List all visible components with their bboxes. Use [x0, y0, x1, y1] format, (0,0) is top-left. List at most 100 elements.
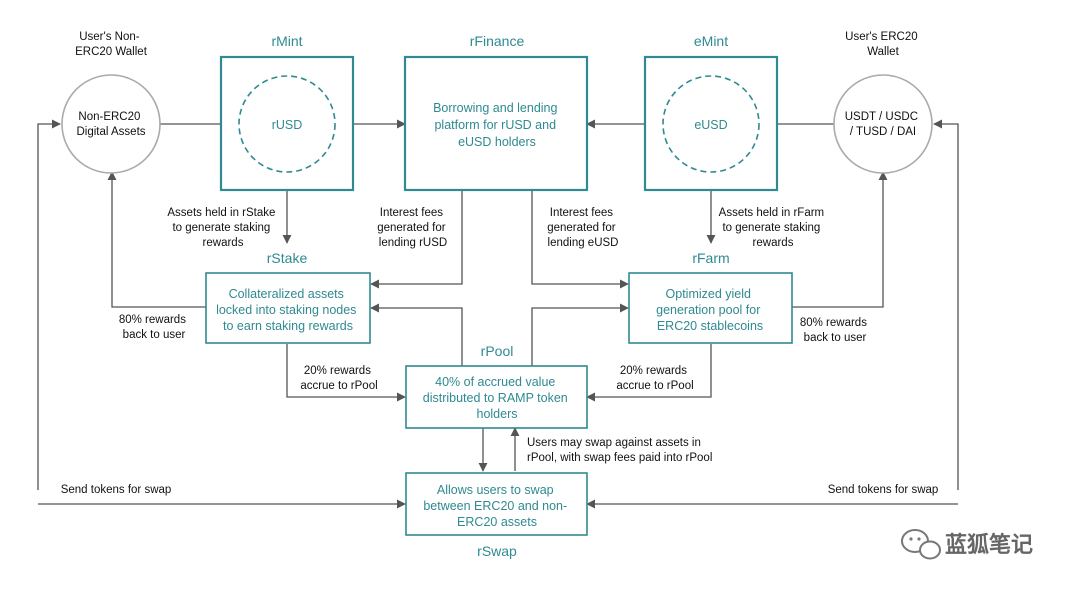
arrow-swap-to-right-wallet	[933, 119, 959, 490]
note-rstake-held-line-1: Assets held in rStake	[167, 207, 275, 219]
note-left-rewards: 80% rewards back to user	[119, 314, 189, 341]
rfarm-description: Optimized yield generation pool for ERC2…	[656, 287, 764, 333]
emint-dashed-circle	[662, 75, 760, 173]
connectors	[37, 119, 959, 509]
right-wallet-content-line-1: USDT / USDC	[845, 111, 918, 123]
rfarm-line-1: Optimized yield	[666, 287, 751, 301]
rswap-title: rSwap	[477, 543, 517, 559]
note-rusd-interest-line-2: generated for	[377, 222, 446, 234]
rfinance-title: rFinance	[470, 33, 525, 49]
rswap-module: Allows users to swap between ERC20 and n…	[405, 472, 588, 559]
note-rfarm-held-line-2: to generate staking	[722, 222, 820, 234]
emint-module: eMint eUSD	[643, 33, 779, 192]
emint-box	[643, 55, 779, 192]
watermark-text: 蓝狐笔记	[945, 532, 1033, 557]
note-send-left: Send tokens for swap	[61, 484, 172, 496]
left-wallet-content: Non-ERC20 Digital Assets	[76, 111, 145, 138]
note-right-rewards-line-2: back to user	[804, 332, 867, 344]
right-wallet-label: User's ERC20 Wallet	[845, 31, 921, 58]
rmint-box	[219, 55, 355, 192]
note-rfarm-held: Assets held in rFarm to generate staking…	[719, 207, 828, 249]
rfarm-line-3: ERC20 stablecoins	[657, 319, 763, 333]
rstake-box	[205, 272, 371, 344]
left-wallet-content-line-1: Non-ERC20	[78, 111, 140, 123]
left-wallet-circle	[61, 74, 161, 174]
arrow-rpool-to-rstake	[370, 303, 463, 366]
rstake-line-3: to earn staking rewards	[223, 319, 353, 333]
note-eusd-interest: Interest fees generated for lending eUSD	[547, 207, 619, 249]
right-wallet-label-line-2: Wallet	[867, 46, 899, 58]
left-wallet-label-line-2: ERC20 Wallet	[75, 46, 148, 58]
note-right-rewards-line-1: 80% rewards	[800, 317, 867, 329]
rmint-module: rMint rUSD	[219, 33, 355, 192]
note-rusd-interest-line-1: Interest fees	[380, 207, 444, 219]
rfarm-title: rFarm	[692, 250, 729, 266]
rfarm-module: rFarm Optimized yield generation pool fo…	[628, 250, 793, 344]
arrow-rfinance-to-rfarm	[531, 191, 629, 289]
note-rstake-held-line-2: to generate staking	[172, 222, 270, 234]
rpool-description: 40% of accrued value distributed to RAMP…	[423, 375, 571, 421]
note-rstake-held-line-3: rewards	[203, 237, 244, 249]
wechat-icon	[901, 529, 941, 560]
right-wallet-content-line-2: / TUSD / DAI	[850, 126, 916, 138]
arrow-rfarm-to-rpool	[586, 344, 712, 402]
rswap-box	[405, 472, 588, 536]
watermark: 蓝狐笔记	[901, 529, 1033, 560]
note-right-accrue-line-1: 20% rewards	[620, 365, 687, 377]
left-wallet-label: User's Non- ERC20 Wallet	[75, 31, 148, 58]
emint-title: eMint	[694, 33, 728, 49]
rmint-title: rMint	[271, 33, 302, 49]
note-left-rewards-line-2: back to user	[123, 329, 186, 341]
rmint-inner-label: rUSD	[272, 118, 303, 132]
left-wallet-label-line-1: User's Non-	[79, 31, 140, 43]
rswap-line-3: ERC20 assets	[457, 515, 537, 529]
emint-inner-label: eUSD	[694, 118, 727, 132]
rfinance-line-3: eUSD holders	[458, 135, 536, 149]
rstake-module: rStake Collateralized assets locked into…	[205, 250, 371, 344]
rpool-title: rPool	[481, 343, 514, 359]
rfinance-box	[403, 55, 589, 192]
rfinance-description: Borrowing and lending platform for rUSD …	[433, 101, 561, 149]
note-eusd-interest-line-1: Interest fees	[550, 207, 614, 219]
note-swap-line-2: rPool, with swap fees paid into rPool	[527, 452, 712, 464]
note-left-accrue: 20% rewards accrue to rPool	[300, 365, 377, 392]
note-rusd-interest-line-3: lending rUSD	[379, 237, 447, 249]
rfinance-line-1: Borrowing and lending	[433, 101, 557, 115]
rpool-line-3: holders	[477, 407, 518, 421]
note-rusd-interest: Interest fees generated for lending rUSD	[377, 207, 449, 249]
right-wallet-label-line-1: User's ERC20	[845, 31, 918, 43]
note-left-accrue-line-1: 20% rewards	[304, 365, 371, 377]
note-rfarm-held-line-3: rewards	[753, 237, 794, 249]
note-right-accrue: 20% rewards accrue to rPool	[616, 365, 693, 392]
rswap-line-1: Allows users to swap	[437, 483, 554, 497]
rpool-line-1: 40% of accrued value	[435, 375, 555, 389]
note-rfarm-held-line-1: Assets held in rFarm	[719, 207, 824, 219]
note-right-rewards: 80% rewards back to user	[800, 317, 870, 344]
arrow-rfarm-to-right-wallet	[792, 171, 888, 308]
arrow-rstake-to-left-wallet	[107, 171, 206, 308]
left-wallet: User's Non- ERC20 Wallet Non-ERC20 Digit…	[61, 31, 161, 174]
note-send-right: Send tokens for swap	[828, 484, 939, 496]
rswap-description: Allows users to swap between ERC20 and n…	[423, 483, 570, 529]
rstake-line-1: Collateralized assets	[229, 287, 344, 301]
rswap-line-2: between ERC20 and non-	[423, 499, 567, 513]
right-wallet-circle	[833, 74, 933, 174]
note-eusd-interest-line-2: generated for	[547, 222, 616, 234]
rfinance-line-2: platform for rUSD and	[434, 118, 556, 132]
rstake-description: Collateralized assets locked into stakin…	[216, 287, 360, 333]
note-rstake-held: Assets held in rStake to generate stakin…	[167, 207, 278, 249]
right-wallet: User's ERC20 Wallet USDT / USDC / TUSD /…	[833, 31, 933, 174]
note-left-rewards-line-1: 80% rewards	[119, 314, 186, 326]
rmint-dashed-circle	[238, 75, 336, 173]
note-right-accrue-line-2: accrue to rPool	[616, 380, 693, 392]
note-left-accrue-line-2: accrue to rPool	[300, 380, 377, 392]
arrow-rstake-to-rpool	[286, 344, 406, 402]
right-wallet-content: USDT / USDC / TUSD / DAI	[845, 111, 921, 138]
note-swap: Users may swap against assets in rPool, …	[527, 437, 712, 464]
rstake-line-2: locked into staking nodes	[216, 303, 356, 317]
note-swap-line-1: Users may swap against assets in	[527, 437, 701, 449]
left-wallet-content-line-2: Digital Assets	[76, 126, 145, 138]
rfarm-box	[628, 272, 793, 344]
rfinance-module: rFinance Borrowing and lending platform …	[403, 33, 589, 192]
